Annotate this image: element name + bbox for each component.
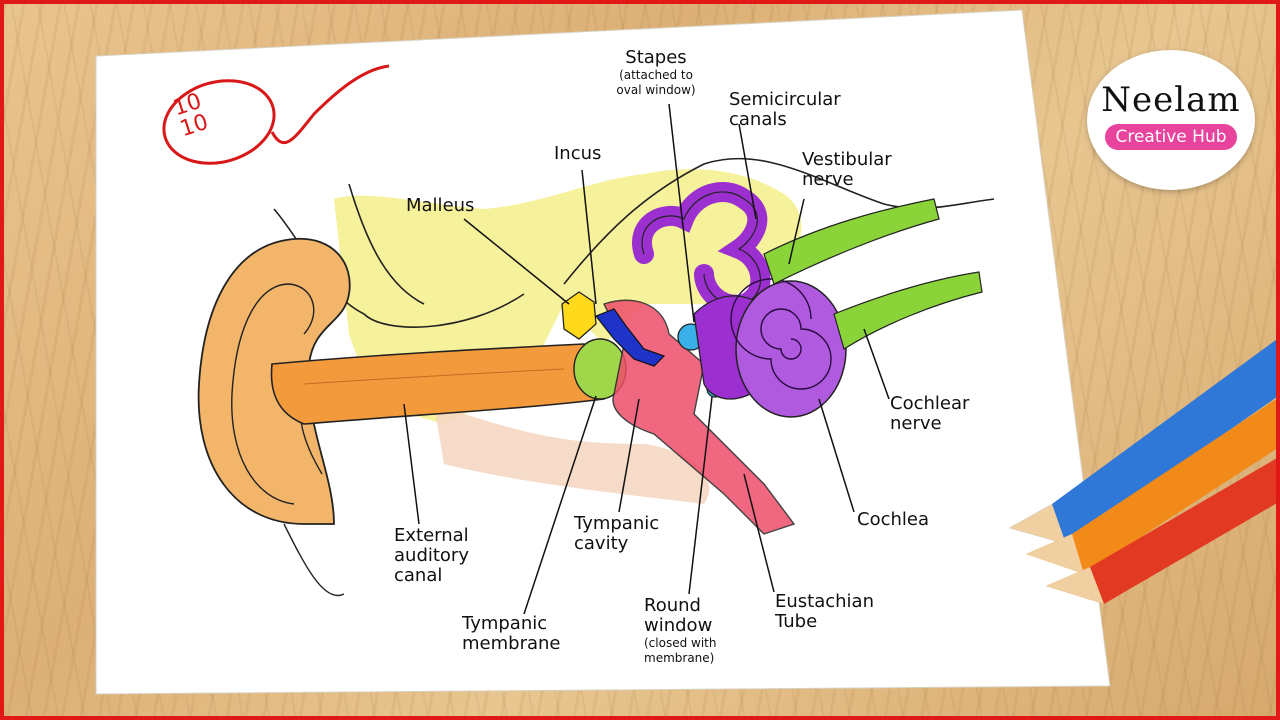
- label-vestibular-nerve: Vestibular nerve: [802, 149, 892, 190]
- label-semicircular-canals: Semicircular canals: [729, 89, 841, 130]
- label-external-auditory-canal: External auditory canal: [394, 525, 469, 586]
- label-eustachian-tube: Eustachian Tube: [775, 591, 874, 632]
- vestibular-nerve-shape: [763, 198, 940, 285]
- logo-tagline: Creative Hub: [1105, 124, 1237, 150]
- leader-lines: [403, 103, 890, 615]
- auditory-canal: [270, 343, 606, 425]
- diagram-drawing: [95, 9, 1276, 695]
- channel-logo: Neelam Creative Hub: [1087, 50, 1255, 190]
- label-cochlea: Cochlea: [857, 509, 929, 530]
- label-stapes: Stapes (attached to oval window): [616, 47, 696, 98]
- soft-tissue: [434, 404, 710, 504]
- label-incus: Incus: [554, 143, 602, 164]
- cochlear-nerve-shape: [833, 271, 983, 350]
- grade-mark: [162, 64, 390, 165]
- colored-pencils: [1009, 339, 1276, 604]
- label-tympanic-cavity: Tympanic cavity: [574, 513, 660, 554]
- incus-shape: [595, 308, 666, 367]
- label-tympanic-membrane: Tympanic membrane: [462, 613, 561, 654]
- label-round-window: Round window (closed with membrane): [644, 595, 717, 666]
- malleus-shape: [561, 291, 597, 340]
- label-malleus: Malleus: [406, 195, 475, 216]
- label-cochlear-nerve: Cochlear nerve: [890, 393, 970, 434]
- logo-name: Neelam: [1101, 80, 1241, 120]
